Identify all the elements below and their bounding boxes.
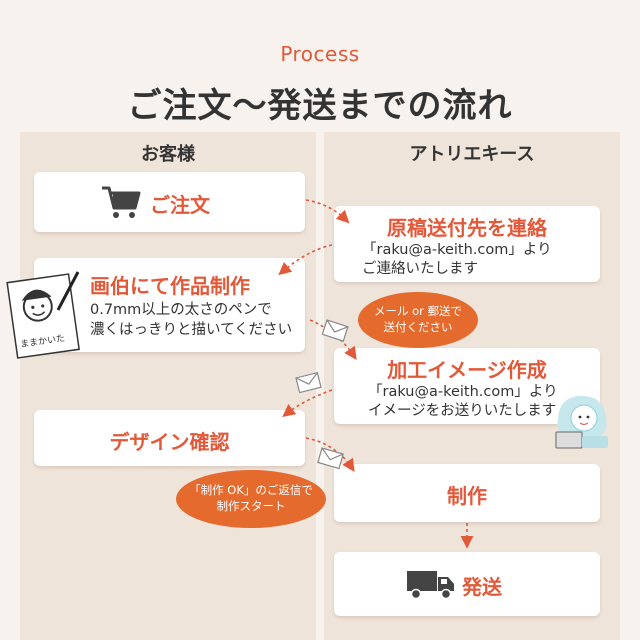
arrow-contact-to-draw bbox=[282, 245, 332, 272]
envelope-icon bbox=[322, 320, 348, 341]
arrow-order-to-contact bbox=[306, 200, 346, 220]
arrow-process-to-design bbox=[286, 390, 332, 414]
envelope-icon bbox=[296, 373, 321, 393]
envelope-icon bbox=[318, 448, 343, 468]
